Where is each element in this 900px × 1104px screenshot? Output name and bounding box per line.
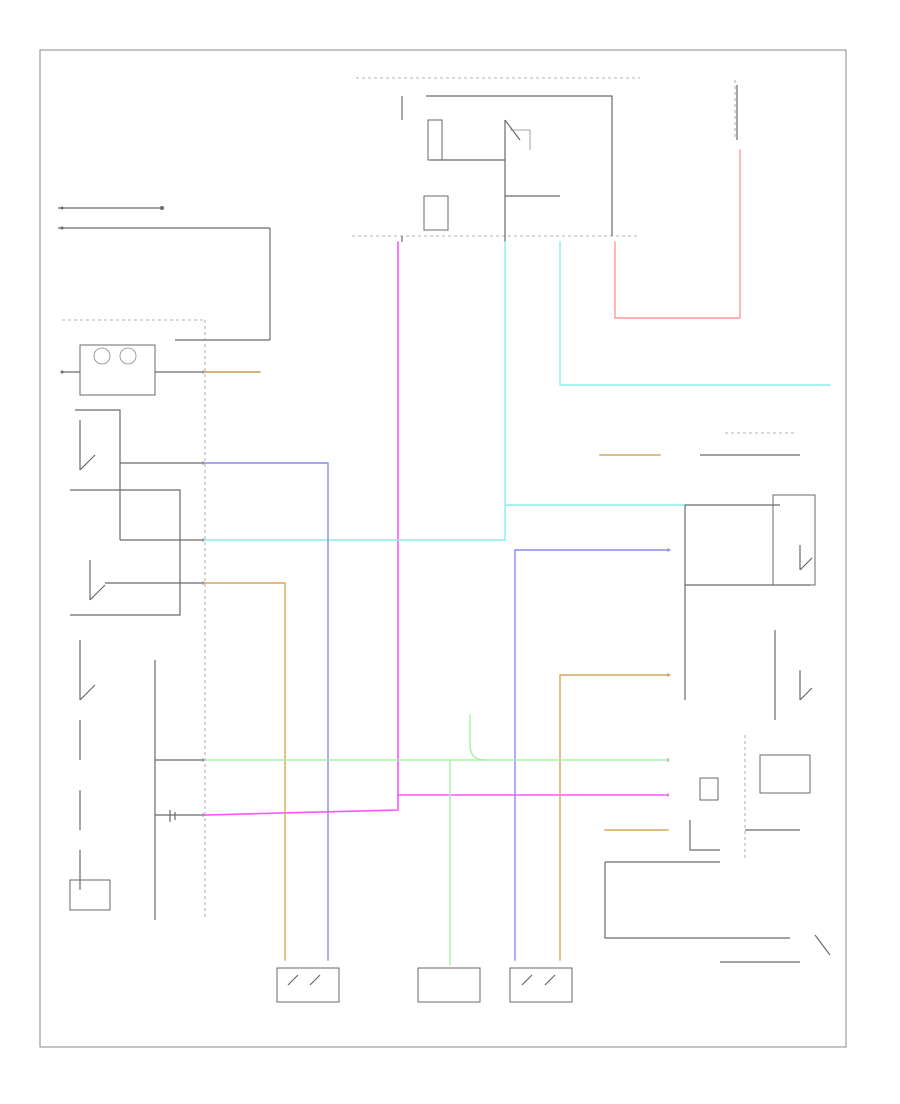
wire-cyan-1 xyxy=(204,241,506,541)
diagram-frame xyxy=(39,49,847,1048)
wire-green-3 xyxy=(469,714,486,761)
right-switch-block xyxy=(684,432,816,860)
fuse-icon xyxy=(427,119,443,161)
wire-cyan-2 xyxy=(559,241,831,386)
left-top-circuit xyxy=(58,206,271,341)
wire-red xyxy=(614,149,741,319)
connector-ticks xyxy=(202,370,669,817)
relay-icon xyxy=(423,195,449,231)
combination-switch-left xyxy=(60,320,260,920)
fuse-box-right xyxy=(734,80,738,140)
wire-blue-1 xyxy=(204,462,329,961)
wire-orange-2 xyxy=(559,674,671,961)
fuse-box-top xyxy=(352,77,640,242)
bottom-connector-center xyxy=(417,967,481,1003)
wire-blue-2 xyxy=(514,549,671,961)
wire-pink xyxy=(204,241,399,816)
wire-orange-1 xyxy=(204,582,286,961)
connector-icon xyxy=(69,879,111,911)
bottom-connector-left xyxy=(276,967,340,1003)
right-lower-module xyxy=(604,861,831,963)
ground-icon xyxy=(169,810,176,822)
lamp-icon xyxy=(79,344,156,396)
bottom-connector-right xyxy=(509,967,573,1003)
